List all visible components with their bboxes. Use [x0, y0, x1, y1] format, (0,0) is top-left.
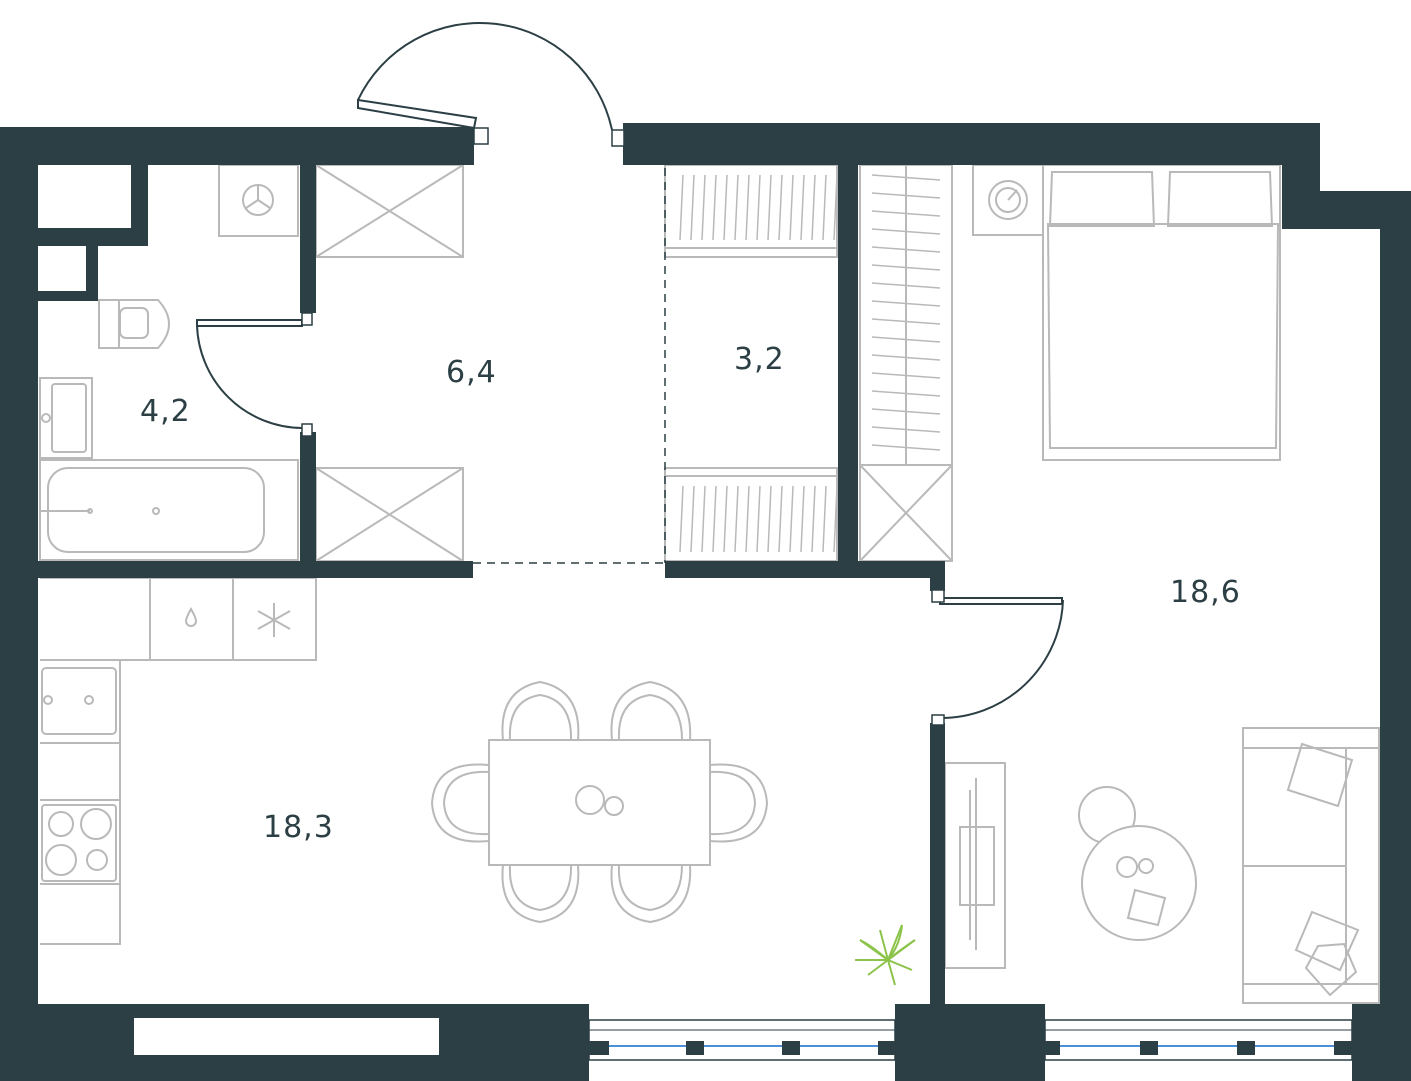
hanger-line [822, 485, 827, 553]
snowflake-icon [257, 603, 291, 637]
hanger-line [871, 192, 941, 199]
hanger-line [871, 246, 941, 253]
bedroom-door [939, 597, 1064, 720]
hanger-line [833, 485, 838, 553]
hanger-line [756, 485, 761, 553]
hanger-line [789, 174, 794, 241]
hanger-line [723, 485, 728, 553]
hanger-line [871, 444, 941, 451]
wardrobe-hangers [679, 174, 941, 553]
water-drop-icon [184, 606, 198, 627]
hanger-line [778, 485, 783, 553]
bathtub-icon [39, 459, 299, 561]
walls [0, 123, 1411, 1081]
washbasin-icon [39, 377, 93, 459]
hanger-line [778, 174, 783, 241]
hanger-line [679, 174, 684, 241]
room-area-bedroom: 18,6 [1170, 575, 1241, 610]
wardrobe-shelf-top [664, 164, 838, 258]
room-area-bathroom: 4,2 [140, 394, 191, 429]
hanger-line [871, 174, 941, 181]
bedroom-cabinet [859, 464, 953, 562]
hanger-line [679, 485, 684, 553]
room-area-wardrobe: 3,2 [734, 342, 785, 377]
hanger-line [745, 485, 750, 553]
hanger-line [811, 485, 816, 553]
hanger-line [871, 426, 941, 433]
window-kitchen [588, 1019, 896, 1061]
tv-stand [944, 762, 1006, 969]
hanger-line [871, 354, 941, 361]
kitchen-sink-icon [41, 667, 117, 735]
hallway-cabinet-top [315, 164, 464, 258]
hanger-line [871, 390, 941, 397]
hanger-line [871, 228, 941, 235]
hanger-line [745, 174, 750, 241]
hanger-line [690, 174, 695, 241]
hanger-line [734, 485, 739, 553]
bed [1042, 164, 1281, 461]
dining-table [430, 680, 769, 924]
window-bedroom [1044, 1019, 1353, 1061]
coffee-table [1078, 786, 1197, 941]
hanger-line [712, 174, 717, 241]
hanger-line [701, 174, 706, 241]
nightstand [972, 164, 1044, 236]
room-area-hallway: 6,4 [446, 355, 497, 390]
hanger-line [723, 174, 728, 241]
hanger-line [701, 485, 706, 553]
hanger-line [833, 174, 838, 241]
hanger-line [789, 485, 794, 553]
bedroom-wardrobe [859, 164, 953, 466]
hanger-line [871, 282, 941, 289]
hanger-line [767, 174, 772, 241]
hallway-cabinet-bottom [315, 467, 464, 562]
hanger-line [822, 174, 827, 241]
door-swing-icon [357, 21, 613, 131]
open-partition [473, 168, 666, 564]
hanger-line [800, 485, 805, 553]
hanger-line [871, 264, 941, 271]
hanger-line [871, 210, 941, 217]
hanger-line [871, 336, 941, 343]
hanger-line [712, 485, 717, 553]
hanger-line [767, 485, 772, 553]
hanger-line [811, 174, 816, 241]
plant-icon [855, 924, 916, 986]
hanger-line [871, 408, 941, 415]
hanger-line [871, 300, 941, 307]
hanger-line [800, 174, 805, 241]
hanger-line [690, 485, 695, 553]
hanger-line [871, 318, 941, 325]
sofa [1242, 727, 1380, 1004]
bathroom-door [196, 319, 303, 429]
hanger-line [734, 174, 739, 241]
room-area-kitchen-living: 18,3 [263, 810, 334, 845]
cooktop-icon [41, 804, 117, 882]
hanger-line [756, 174, 761, 241]
hanger-line [871, 372, 941, 379]
toilet-icon [98, 299, 170, 349]
boiler-icon [218, 164, 299, 237]
